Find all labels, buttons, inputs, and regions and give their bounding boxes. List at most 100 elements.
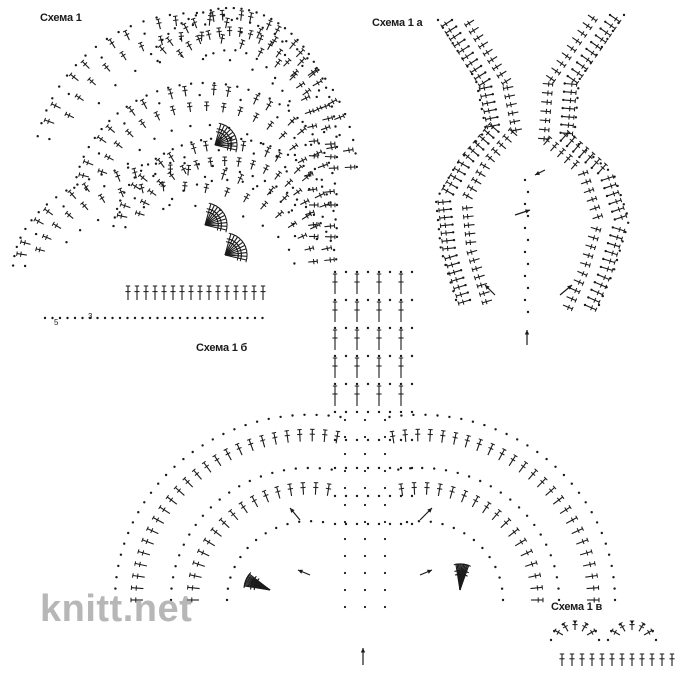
double-crochet-icon xyxy=(528,468,539,480)
chain-stitch-icon xyxy=(526,214,530,218)
chain-stitch-icon xyxy=(223,49,226,52)
chain-stitch-icon xyxy=(363,571,367,575)
double-crochet-icon xyxy=(610,628,621,636)
chain-stitch-icon xyxy=(533,523,536,527)
double-crochet-icon xyxy=(265,100,274,111)
chain-stitch-icon xyxy=(377,466,381,470)
double-crochet-icon xyxy=(507,110,519,117)
chain-stitch-icon xyxy=(246,546,249,550)
double-crochet-icon xyxy=(300,94,311,101)
double-crochet-icon xyxy=(582,22,593,31)
double-crochet-icon xyxy=(219,33,226,44)
double-crochet-icon xyxy=(132,573,145,579)
chain-stitch-icon xyxy=(366,270,370,274)
chain-stitch-icon xyxy=(303,413,306,416)
double-crochet-icon xyxy=(182,476,194,488)
direction-arrow-icon xyxy=(360,648,366,665)
chain-stitch-icon xyxy=(363,520,367,524)
double-crochet-icon xyxy=(179,164,187,175)
chain-stitch-icon xyxy=(271,471,274,475)
double-crochet-icon xyxy=(324,223,336,229)
chain-stitch-icon xyxy=(417,520,421,523)
chain-stitch-icon xyxy=(325,230,328,233)
double-crochet-icon xyxy=(496,70,507,79)
chain-stitch-icon xyxy=(123,191,126,194)
chain-stitch-icon xyxy=(383,571,387,575)
chain-stitch-icon xyxy=(231,316,234,320)
chain-stitch-icon xyxy=(482,116,485,120)
double-crochet-icon xyxy=(192,560,205,567)
double-crochet-icon xyxy=(659,653,665,666)
chain-stitch-icon xyxy=(383,469,387,473)
chain-stitch-icon xyxy=(283,27,287,30)
chain-stitch-icon xyxy=(489,485,492,488)
double-crochet-icon xyxy=(543,135,553,146)
double-crochet-icon xyxy=(612,205,625,213)
chain-stitch-icon xyxy=(162,152,166,155)
chain-stitch-icon xyxy=(412,413,415,417)
chain-stitch-icon xyxy=(154,172,157,176)
chain-stitch-icon xyxy=(399,466,403,470)
double-crochet-icon xyxy=(122,29,130,41)
chain-stitch-icon xyxy=(73,186,76,189)
double-crochet-icon xyxy=(267,40,275,50)
double-crochet-icon xyxy=(550,141,560,152)
chain-stitch-icon xyxy=(344,326,348,330)
double-crochet-icon xyxy=(572,620,578,630)
double-crochet-icon xyxy=(256,27,264,39)
double-crochet-icon xyxy=(182,85,188,97)
double-crochet-icon xyxy=(570,159,580,170)
double-crochet-icon xyxy=(97,168,108,175)
chain-stitch-icon xyxy=(590,511,593,514)
direction-arrow-icon xyxy=(524,330,530,345)
chain-stitch-icon xyxy=(477,89,480,93)
chain-stitch-icon xyxy=(309,171,312,174)
chain-stitch-icon xyxy=(139,169,143,172)
double-crochet-icon xyxy=(80,59,90,69)
chain-stitch-icon xyxy=(51,316,54,320)
chain-stitch-icon xyxy=(40,122,43,125)
chain-stitch-icon xyxy=(377,410,381,414)
double-crochet-icon xyxy=(586,628,597,636)
double-crochet-icon xyxy=(301,172,312,182)
chain-stitch-icon xyxy=(293,203,297,207)
double-crochet-icon xyxy=(439,222,453,229)
chain-stitch-icon xyxy=(333,410,337,414)
double-crochet-icon xyxy=(308,233,319,240)
double-crochet-icon xyxy=(259,434,266,448)
chain-stitch-icon xyxy=(271,82,274,85)
chain-stitch-icon xyxy=(75,176,78,179)
chain-stitch-icon xyxy=(595,53,598,57)
double-crochet-icon xyxy=(114,171,121,182)
chain-stitch-icon xyxy=(539,533,542,536)
double-crochet-icon xyxy=(219,9,226,21)
chain-stitch-icon xyxy=(257,24,260,28)
double-crochet-icon xyxy=(449,485,456,499)
chain-stitch-icon xyxy=(621,240,624,243)
chain-stitch-icon xyxy=(499,491,502,494)
double-crochet-icon xyxy=(590,41,603,52)
double-crochet-icon xyxy=(324,257,335,263)
double-crochet-icon xyxy=(322,429,328,442)
chain-stitch-icon xyxy=(201,81,204,85)
double-crochet-icon xyxy=(107,37,116,49)
double-crochet-icon xyxy=(553,628,564,636)
chain-stitch-icon xyxy=(127,183,131,187)
chain-stitch-icon xyxy=(574,116,578,119)
chain-stitch-icon xyxy=(312,213,316,217)
chain-stitch-icon xyxy=(278,149,281,152)
double-crochet-icon xyxy=(250,159,257,170)
chain-stitch-icon xyxy=(363,537,367,541)
double-crochet-icon xyxy=(411,482,417,495)
double-crochet-icon xyxy=(332,273,338,294)
double-crochet-icon xyxy=(609,653,615,666)
double-crochet-icon xyxy=(320,124,331,131)
chain-stitch-icon xyxy=(433,467,436,470)
double-crochet-icon xyxy=(284,178,294,187)
chain-stitch-icon xyxy=(500,587,504,590)
chain-stitch-icon xyxy=(191,450,194,454)
row-number-5: 5 xyxy=(54,318,59,327)
double-crochet-icon xyxy=(502,85,514,91)
chain-stitch-icon xyxy=(241,180,244,183)
chain-stitch-icon xyxy=(377,354,381,358)
